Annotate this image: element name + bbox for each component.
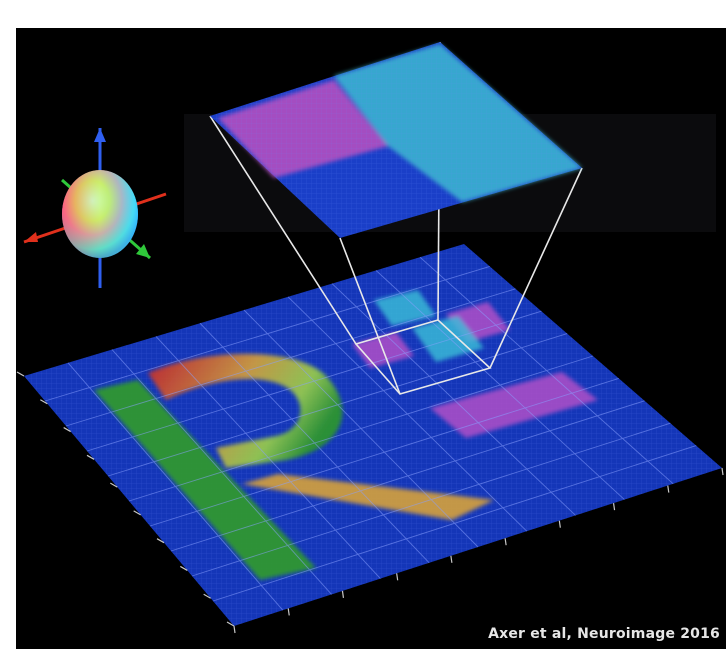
zoom-edge-right bbox=[489, 167, 583, 369]
grid-line bbox=[128, 355, 594, 502]
ground-plane bbox=[16, 244, 724, 634]
tick-mark bbox=[504, 538, 507, 546]
tick-mark bbox=[341, 590, 345, 598]
tick-mark bbox=[558, 520, 561, 528]
tick-mark bbox=[287, 608, 290, 616]
fiber-orientation-scene bbox=[16, 41, 724, 634]
zoom-edge-front bbox=[339, 237, 401, 395]
zoom-edge-left bbox=[209, 115, 357, 345]
tick-mark bbox=[63, 427, 71, 433]
grid-line bbox=[287, 296, 528, 532]
tick-mark bbox=[133, 510, 141, 516]
tick-mark bbox=[396, 573, 399, 581]
tick-mark bbox=[110, 482, 118, 488]
figure-caption: Axer et al, Neuroimage 2016 bbox=[488, 626, 720, 642]
grid-line bbox=[149, 377, 619, 527]
tick-mark bbox=[721, 467, 724, 476]
tick-mark bbox=[86, 454, 95, 460]
axis-red-arrow bbox=[24, 232, 38, 242]
tick-mark bbox=[667, 485, 670, 493]
figure-panel: Axer et al, Neuroimage 2016 bbox=[16, 28, 726, 649]
tick-mark bbox=[156, 538, 165, 544]
cyan-center-region bbox=[412, 316, 484, 362]
cyan-top-region bbox=[374, 290, 436, 326]
zoomed-panel bbox=[210, 42, 582, 238]
magenta-right-region bbox=[430, 372, 598, 438]
arc-region bbox=[148, 353, 343, 468]
tick-mark bbox=[203, 593, 211, 599]
fiber-regions bbox=[94, 290, 598, 580]
axis-green-arrow bbox=[136, 244, 150, 258]
grid-line bbox=[191, 422, 671, 577]
tick-mark bbox=[450, 555, 453, 563]
grid-line bbox=[170, 400, 645, 552]
tick-mark bbox=[612, 503, 616, 511]
plane-grid bbox=[44, 256, 697, 611]
zoom-panel-texture bbox=[210, 42, 582, 238]
grid-line bbox=[375, 270, 625, 500]
tick-mark bbox=[40, 399, 48, 405]
tick-mark bbox=[16, 371, 25, 377]
sphere-hue-overlay bbox=[62, 170, 138, 258]
orientation-sphere-icon bbox=[23, 128, 167, 288]
green-bar-region bbox=[94, 380, 316, 580]
plane-ticks bbox=[16, 371, 724, 634]
axis-blue-arrow bbox=[94, 128, 106, 142]
grid-line bbox=[419, 256, 674, 485]
tick-mark bbox=[180, 565, 188, 571]
tick-mark bbox=[233, 625, 236, 634]
orange-diagonal-region bbox=[242, 474, 494, 520]
grid-line bbox=[212, 445, 697, 602]
tick-mark bbox=[226, 621, 235, 627]
